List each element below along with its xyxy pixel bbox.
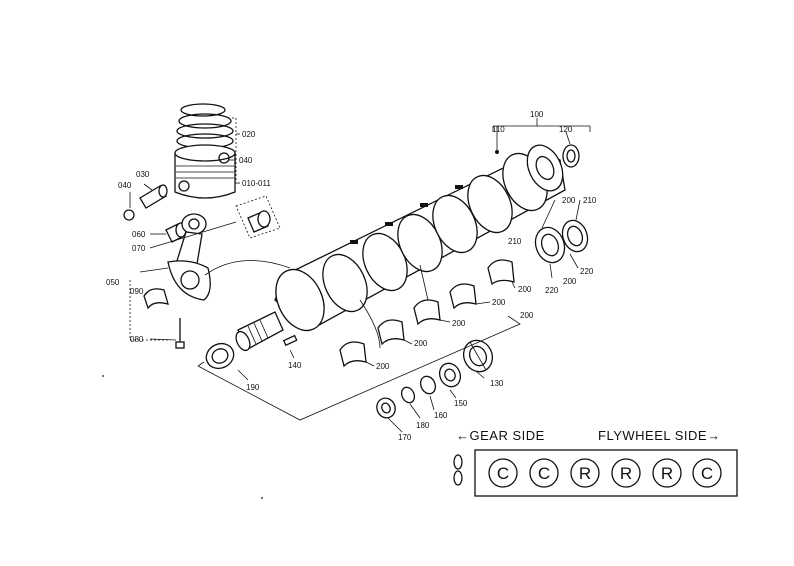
collar-170 [376, 397, 396, 419]
label-150: 150 [454, 399, 468, 408]
label-210-mid: 210 [508, 237, 522, 246]
o-ring-180 [400, 386, 416, 404]
label-060: 060 [132, 230, 146, 239]
label-030: 030 [136, 170, 150, 179]
code-3: R [579, 464, 591, 483]
circlip-left [123, 209, 135, 221]
label-020: 020 [242, 130, 256, 139]
label-080: 080 [130, 335, 144, 344]
code-5: R [661, 464, 673, 483]
thrust-parts [534, 219, 589, 264]
label-200-b5: 200 [376, 362, 390, 371]
label-130: 130 [490, 379, 504, 388]
label-180: 180 [416, 421, 430, 430]
crank-gear-130 [462, 339, 494, 373]
label-110: 110 [492, 125, 505, 134]
label-160: 160 [434, 411, 448, 420]
label-220-left: 220 [545, 286, 559, 295]
label-210-top: 210 [583, 196, 597, 205]
oil-seal-120 [562, 144, 580, 168]
label-040-right: 040 [239, 156, 253, 165]
piston-rings [176, 103, 234, 149]
code-circles: C C R R R C [488, 458, 722, 488]
arc-guide [204, 260, 429, 349]
label-100: 100 [530, 110, 544, 119]
label-200-b1: 200 [518, 285, 532, 294]
flywheel-side-label: FLYWHEEL SIDE→ [598, 428, 721, 443]
label-220-right: 220 [580, 267, 594, 276]
label-040-left: 040 [118, 181, 132, 190]
code-6: C [701, 464, 713, 483]
piston [174, 144, 236, 199]
gear-150 [438, 362, 462, 388]
connecting-rod [167, 213, 211, 301]
crankshaft [235, 144, 566, 352]
label-200-top: 200 [562, 196, 576, 205]
piston-group-bracket [129, 117, 237, 341]
code-1: C [497, 464, 509, 483]
bushing-detail-box [235, 195, 281, 239]
key-140 [282, 334, 298, 347]
label-200-b4: 200 [414, 339, 428, 348]
conrod-bearing [143, 288, 169, 310]
label-070: 070 [132, 244, 146, 253]
label-140: 140 [288, 361, 302, 370]
dowel-pin-110 [495, 136, 499, 154]
part-labels: 100 110 120 020 040 010-011 030 040 060 … [106, 110, 597, 442]
piston-pin [139, 184, 168, 209]
label-120: 120 [559, 125, 573, 134]
label-200-b2: 200 [492, 298, 506, 307]
conrod-bolt [175, 318, 185, 349]
label-170: 170 [398, 433, 412, 442]
label-090: 090 [130, 287, 144, 296]
crank-bracket [492, 118, 591, 132]
bearing-legend: ←GEAR SIDE FLYWHEEL SIDE→ C C R R R C [453, 428, 738, 497]
label-010-011: 010-011 [242, 179, 271, 188]
figure-eight-icon [453, 454, 463, 486]
circlip-right [218, 152, 230, 164]
code-2: C [538, 464, 550, 483]
label-200-b3: 200 [452, 319, 466, 328]
code-4: R [620, 464, 632, 483]
label-050: 050 [106, 278, 120, 287]
label-190: 190 [246, 383, 260, 392]
leader-lines [129, 126, 581, 433]
front-group-box [197, 315, 521, 421]
label-200-thrust: 200 [563, 277, 577, 286]
front-seal-190 [205, 342, 235, 370]
collar-160 [419, 375, 437, 395]
gear-side-label: ←GEAR SIDE [456, 428, 545, 443]
label-200-b6: 200 [520, 311, 534, 320]
